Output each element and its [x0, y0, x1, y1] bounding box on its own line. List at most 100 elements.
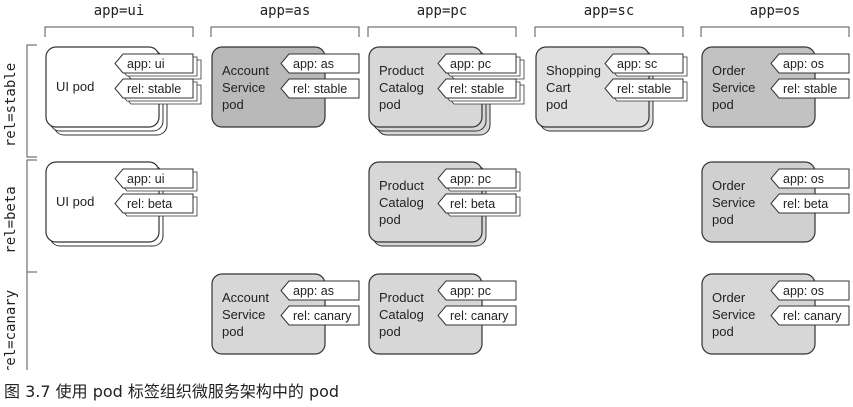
column-header-as: app=as	[260, 3, 311, 19]
label-tag-app: app: os	[770, 280, 850, 301]
pod-name: UI pod	[56, 194, 94, 209]
label-tag-shape	[437, 168, 517, 189]
label-tag-text: app: sc	[617, 57, 657, 71]
label-tag-app: app: pc	[437, 53, 525, 80]
label-tag-shape	[770, 78, 850, 99]
label-tag-rel: rel: stable	[437, 78, 525, 105]
label-tag-shape	[280, 280, 360, 301]
label-tag-text: app: pc	[450, 57, 491, 71]
label-tag-shape	[770, 53, 850, 74]
label-tag-text: rel: canary	[293, 309, 352, 323]
label-tag-rel: rel: canary	[280, 305, 360, 326]
label-tag-text: rel: stable	[293, 82, 347, 96]
label-tag-app: app: as	[280, 280, 360, 301]
label-tag-rel: rel: stable	[114, 78, 202, 105]
label-tag-app: app: pc	[437, 280, 517, 301]
label-tag-rel: rel: stable	[770, 78, 850, 99]
label-tag-text: app: pc	[450, 172, 491, 186]
label-tag-app: app: os	[770, 168, 850, 189]
label-tag-app: app: as	[280, 53, 360, 74]
row-header-stable: rel=stable	[3, 63, 19, 147]
label-tag-shape	[437, 280, 517, 301]
label-tag-text: rel: beta	[450, 197, 495, 211]
label-tag-shape	[770, 168, 850, 189]
label-tag-text: app: os	[783, 172, 824, 186]
label-tag-rel: rel: canary	[437, 305, 517, 326]
column-bracket-pc	[367, 26, 517, 37]
row-header-canary: rel=canary	[3, 290, 19, 370]
label-tag-rel: rel: canary	[770, 305, 850, 326]
label-tag-rel: rel: beta	[770, 193, 850, 214]
figure-caption: 图 3.7 使用 pod 标签组织微服务架构中的 pod	[4, 382, 340, 401]
label-tag-rel: rel: stable	[280, 78, 360, 99]
label-tag-text: rel: beta	[783, 197, 828, 211]
label-tag-app: app: pc	[437, 168, 521, 192]
label-tag-shape	[280, 53, 360, 74]
column-header-pc: app=pc	[417, 3, 468, 19]
label-tag-app: app: sc	[604, 53, 688, 77]
label-tag-shape	[114, 193, 194, 214]
label-tag-shape	[604, 78, 684, 99]
label-tag-text: rel: canary	[783, 309, 842, 323]
row-bracket-beta	[26, 159, 37, 273]
label-tag-text: app: as	[293, 284, 334, 298]
label-tag-text: rel: stable	[617, 82, 671, 96]
pod-ui-beta: UI pod app: ui rel: beta	[45, 161, 198, 247]
row-header-beta: rel=beta	[3, 186, 19, 253]
label-tag-text: app: ui	[127, 57, 165, 71]
column-header-sc: app=sc	[584, 3, 635, 19]
label-tag-text: rel: beta	[127, 197, 172, 211]
column-bracket-as	[210, 26, 360, 37]
label-tag-text: app: os	[783, 57, 824, 71]
row-bracket-stable	[26, 44, 37, 158]
label-tag-text: rel: canary	[450, 309, 509, 323]
column-header-ui: app=ui	[94, 3, 145, 19]
label-tag-rel: rel: stable	[604, 78, 688, 102]
label-tag-shape	[114, 78, 194, 99]
label-tag-text: app: as	[293, 57, 334, 71]
label-tag-app: app: ui	[114, 168, 198, 192]
label-tag-shape	[280, 78, 360, 99]
label-tag-shape	[114, 168, 194, 189]
label-tag-app: app: os	[770, 53, 850, 74]
label-tag-shape	[770, 305, 850, 326]
label-tag-text: app: os	[783, 284, 824, 298]
label-tag-text: rel: stable	[783, 82, 837, 96]
label-tag-text: app: pc	[450, 284, 491, 298]
label-tag-text: rel: stable	[450, 82, 504, 96]
label-tag-shape	[770, 280, 850, 301]
label-tag-shape	[437, 193, 517, 214]
label-tag-shape	[114, 53, 194, 74]
label-tag-shape	[437, 53, 517, 74]
row-bracket-canary	[26, 271, 37, 370]
column-bracket-os	[700, 26, 850, 37]
label-tag-shape	[437, 78, 517, 99]
label-tag-text: app: ui	[127, 172, 165, 186]
pod-name: UI pod	[56, 79, 94, 94]
label-tag-shape	[770, 193, 850, 214]
label-tag-shape	[604, 53, 684, 74]
label-tag-shape	[280, 305, 360, 326]
label-tag-app: app: ui	[114, 53, 202, 80]
label-tag-rel: rel: beta	[437, 193, 521, 217]
